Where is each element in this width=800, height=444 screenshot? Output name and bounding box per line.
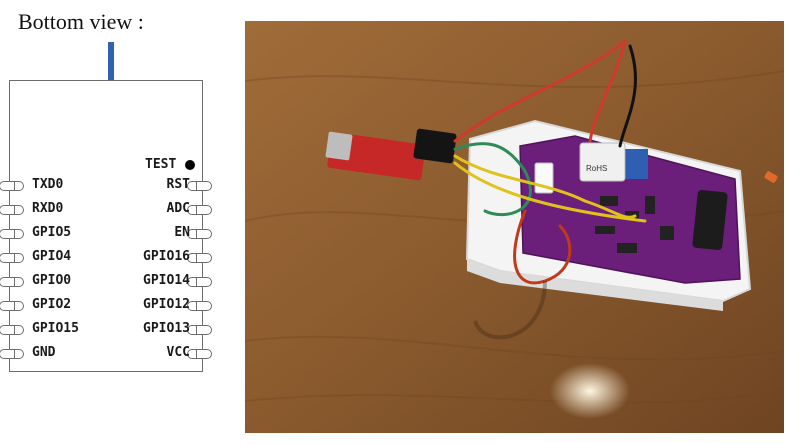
pin-pad-gpio16: [187, 253, 212, 263]
pin-pad-txd0: [0, 181, 24, 191]
view-title: Bottom view :: [18, 9, 144, 34]
pin-label-gnd: GND: [32, 345, 56, 360]
pin-label-gpio0: GPIO0: [32, 273, 72, 288]
pin-label-gpio16: GPIO16: [143, 249, 190, 264]
loose-component: [764, 171, 778, 183]
pin-pad-gnd: [0, 349, 24, 359]
module-antenna: [626, 149, 648, 179]
pin-pad-gpio14: [187, 277, 212, 287]
pin-pad-en: [187, 229, 212, 239]
pin-label-test: TEST: [145, 157, 177, 172]
pin-label-gpio12: GPIO12: [143, 297, 190, 312]
module-outline: [9, 80, 203, 372]
pin-label-rxd0: RXD0: [32, 201, 64, 216]
pin-label-gpio5: GPIO5: [32, 225, 72, 240]
pin-pad-adc: [187, 205, 212, 215]
pin-label-vcc: VCC: [166, 345, 190, 360]
board-photo: RoHS: [245, 21, 784, 433]
pin-label-gpio2: GPIO2: [32, 297, 72, 312]
pin-pad-rst: [187, 181, 212, 191]
wifi-module: [579, 142, 626, 182]
pin-label-gpio15: GPIO15: [32, 321, 79, 336]
wire-shadow: [473, 280, 547, 340]
black-pad: [692, 189, 728, 251]
pin-label-gpio14: GPIO14: [143, 273, 190, 288]
smd-components: [595, 196, 674, 253]
pin-pad-gpio13: [187, 325, 212, 335]
pin-label-gpio13: GPIO13: [143, 321, 190, 336]
test-pad-dot: [185, 160, 195, 170]
pin-pad-gpio15: [0, 325, 24, 335]
pin-label-txd0: TXD0: [32, 177, 64, 192]
pin-pad-gpio2: [0, 301, 24, 311]
light-glare: [550, 363, 630, 419]
jumper-wires: [453, 39, 647, 285]
pin-label-adc: ADC: [166, 201, 190, 216]
pin-label-rst: RST: [166, 177, 190, 192]
pin-pad-gpio5: [0, 229, 24, 239]
pin-pad-gpio0: [0, 277, 24, 287]
purple-pcb: [519, 135, 741, 284]
pin-label-gpio4: GPIO4: [32, 249, 72, 264]
pin-pad-rxd0: [0, 205, 24, 215]
pin-pad-gpio4: [0, 253, 24, 263]
pin-label-en: EN: [174, 225, 190, 240]
pin-pad-vcc: [187, 349, 212, 359]
pin-pad-gpio12: [187, 301, 212, 311]
usb-serial-adapter: [325, 128, 457, 181]
module-marking: RoHS: [586, 164, 607, 173]
